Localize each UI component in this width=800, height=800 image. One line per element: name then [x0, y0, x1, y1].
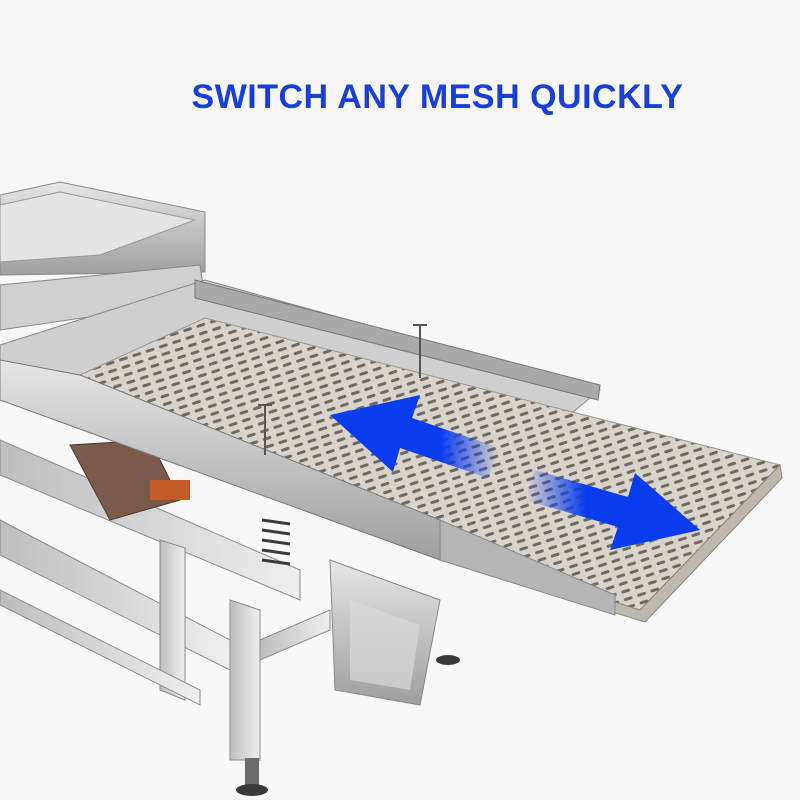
rear-rail — [194, 279, 601, 401]
support-frame — [0, 439, 331, 761]
headline-text: SWITCH ANY MESH QUICKLY — [191, 78, 684, 116]
wing-bolt — [258, 324, 427, 455]
feed-hopper — [0, 181, 206, 331]
double-arrow-left-icon — [330, 395, 500, 478]
damping-spring — [261, 518, 291, 566]
foot-pad — [236, 784, 268, 796]
double-arrow-right-icon — [525, 470, 700, 550]
vibration-motor — [69, 439, 190, 521]
foot-bolt — [245, 758, 259, 788]
